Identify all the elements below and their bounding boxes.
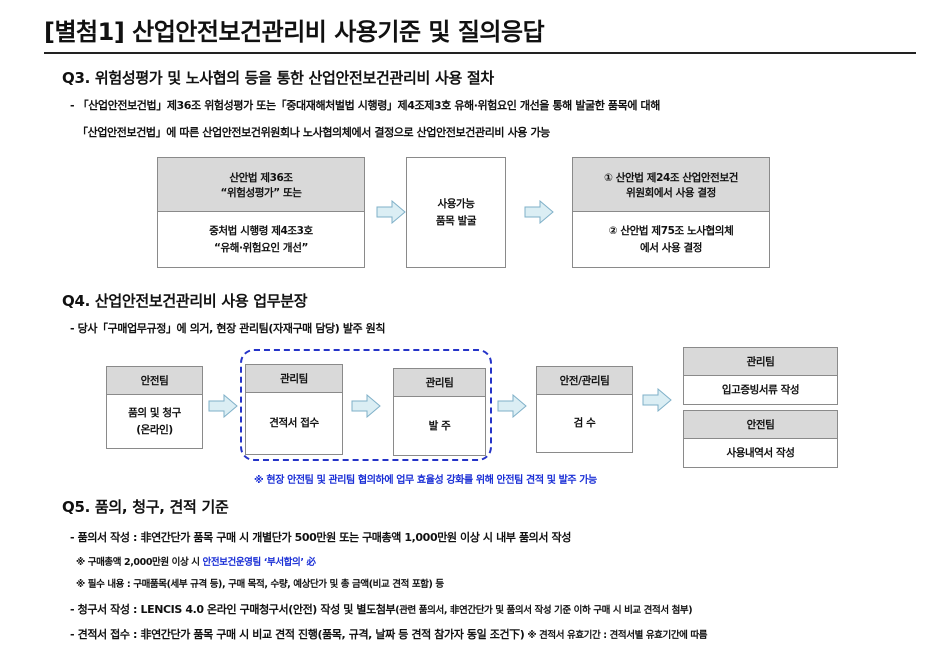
flow4-body-line1: 검 수 [573,417,596,430]
right-arrow-icon [208,394,238,418]
right-top-header: 관리팀 [684,348,837,376]
q5-item2-sub: (관련 품의서, 非연간단가 및 품의서 작성 기준 이하 구매 시 비교 견적… [395,605,693,616]
flow-box-quote-receipt: 관리팀 견적서 접수 [245,364,343,455]
flow-box-inspection: 안전/관리팀 검 수 [536,366,633,453]
q3-box1-body: 중처법 시행령 제4조3호 “유해·위험요인 개선” [158,212,364,267]
q3-box-risk-assessment: 산안법 제36조 “위험성평가” 또는 중처법 시행령 제4조3호 “유해·위험… [157,157,365,268]
q3-box3-top-line1: ① 산안법 제24조 산업안전보건 [604,171,738,184]
q3-box1-bottom-line2: “유해·위험요인 개선” [214,241,308,254]
q5-note1-prefix: ※ 구매총액 2,000만원 이상 시 [76,557,203,568]
q5-item1: - 품의서 작성 : 非연간단가 품목 구매 시 개별단가 500만원 또는 구… [70,531,571,544]
right-arrow-icon [351,394,381,418]
flow-box-safety-request: 안전팀 품의 및 청구 (온라인) [106,366,203,449]
q5-item2: - 청구서 작성 : LENCIS 4.0 온라인 구매청구서(안전) 작성 및… [70,601,693,617]
q3-box3-top-line2: 위원회에서 사용 결정 [626,186,716,199]
flow3-body: 발 주 [394,397,485,455]
title-divider [44,52,916,54]
flow3-body-line1: 발 주 [428,419,451,432]
q3-box1-top-line2: “위험성평가” 또는 [220,186,302,199]
management-team-dashed-group [240,349,492,461]
q4-note: ※ 현장 안전팀 및 관리팀 협의하에 업무 효율성 강화를 위해 안전팀 견적… [254,475,597,486]
q3-line2: 「산업안전보건법」에 따른 산업안전보건위원회나 노사협의체에서 결정으로 산업… [77,126,550,139]
right-arrow-icon [642,388,672,412]
flow1-body-line2: (온라인) [136,423,173,436]
flow3-header: 관리팀 [394,369,485,397]
q3-box3-header: ① 산안법 제24조 산업안전보건 위원회에서 사용 결정 [573,158,769,212]
q5-note1-highlight: 안전보건운영팀 ‘부서합의’ 必 [202,557,316,568]
flow2-body-line1: 견적서 접수 [269,417,319,430]
q5-item3-sub: ※ 견적서 유효기간 : 견적서별 유효기간에 따름 [524,630,708,641]
q5-heading: Q5. 품의, 청구, 견적 기준 [62,498,229,516]
flow4-body: 검 수 [537,395,632,452]
right-arrow-icon [497,394,527,418]
q5-item2-main: - 청구서 작성 : LENCIS 4.0 온라인 구매청구서(안전) 작성 및… [70,603,396,616]
right-arrow-icon [376,200,406,224]
q5-note2: ※ 필수 내용 : 구매품목(세부 규격 등), 구매 목적, 수량, 예상단가… [76,579,444,590]
flow2-header: 관리팀 [246,365,342,393]
flow1-body: 품의 및 청구 (온라인) [107,395,202,448]
q3-box2-line2: 품목 발굴 [435,214,477,227]
right-bottom-body: 사용내역서 작성 [726,446,795,459]
flow1-body-line1: 품의 및 청구 [128,407,181,420]
page-title: [별첨1] 산업안전보건관리비 사용기준 및 질의응답 [44,18,545,46]
right-top-body: 입고증빙서류 작성 [721,383,800,396]
right-bottom-header: 안전팀 [684,411,837,439]
q3-box1-header: 산안법 제36조 “위험성평가” 또는 [158,158,364,212]
right-box-safety-usage: 안전팀 사용내역서 작성 [683,410,838,468]
right-arrow-icon [524,200,554,224]
q3-box3-bottom-line1: ② 산안법 제75조 노사협의체 [608,225,734,238]
spacer [370,157,371,158]
q4-line1: - 당사「구매업무규정」에 의거, 현장 관리팀(자재구매 담당) 발주 원칙 [70,322,386,335]
q5-item3: - 견적서 접수 : 非연간단가 품목 구매 시 비교 견적 진행(품목, 규격… [70,626,708,642]
q5-note1: ※ 구매총액 2,000만원 이상 시 안전보건운영팀 ‘부서합의’ 必 [76,554,316,568]
q3-box2-body: 사용가능 품목 발굴 [407,158,505,267]
q3-heading: Q3. 위험성평가 및 노사협의 등을 통한 산업안전보건관리비 사용 절차 [62,69,494,87]
flow4-header: 안전/관리팀 [537,367,632,395]
q3-box1-bottom-line1: 중처법 시행령 제4조3호 [209,225,313,238]
q4-heading: Q4. 산업안전보건관리비 사용 업무분장 [62,292,308,310]
q5-item3-main: - 견적서 접수 : 非연간단가 품목 구매 시 비교 견적 진행(품목, 규격… [70,628,525,641]
q3-box-committee-decision: ① 산안법 제24조 산업안전보건 위원회에서 사용 결정 ② 산안법 제75조… [572,157,770,268]
q3-box2-line1: 사용가능 [437,198,475,211]
q3-box3-body: ② 산안법 제75조 노사협의체 에서 사용 결정 [573,212,769,267]
flow2-body: 견적서 접수 [246,393,342,454]
q3-box-item-discovery: 사용가능 품목 발굴 [406,157,506,268]
flow1-header: 안전팀 [107,367,202,395]
flow-box-order: 관리팀 발 주 [393,368,486,456]
right-box-management-docs: 관리팀 입고증빙서류 작성 [683,347,838,405]
q3-box3-bottom-line2: 에서 사용 결정 [639,241,703,254]
q3-line1: - 「산업안전보건법」제36조 위험성평가 또는「중대재해처벌법 시행령」제4조… [70,99,660,112]
q3-box1-top-line1: 산안법 제36조 [229,171,293,184]
